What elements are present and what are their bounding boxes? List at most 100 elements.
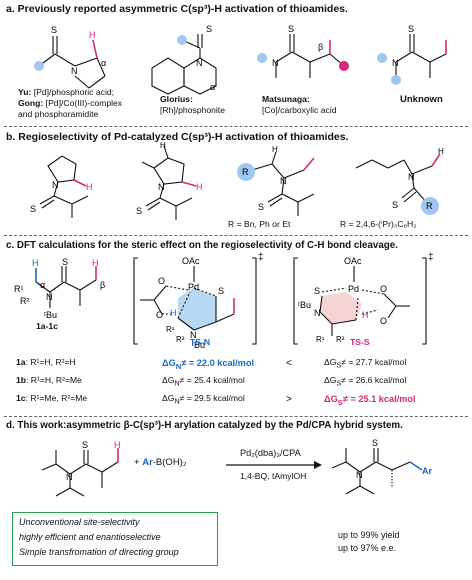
- svg-text:OAc: OAc: [182, 256, 200, 266]
- svg-text:S: S: [392, 200, 398, 210]
- svg-text:N: N: [66, 472, 73, 482]
- compound-label: 1a-1c: [36, 321, 58, 331]
- box-line-2: highly efficient and enantioselective: [19, 532, 161, 542]
- svg-text:N: N: [408, 172, 415, 182]
- row-1a-gn: ΔGN≠ = 22.0 kcal/mol: [162, 358, 254, 371]
- row-1c-compare: >: [286, 394, 292, 405]
- svg-text:H: H: [160, 141, 166, 150]
- svg-text:R²: R²: [336, 335, 345, 344]
- structure-b1: N S H: [30, 155, 93, 218]
- svg-text:α: α: [40, 280, 45, 290]
- row-1c-gs: ΔGS≠ = 25.1 kcal/mol: [324, 394, 416, 407]
- ts-s-structure: OAc Pd S N ᵗBu H O O R¹ R² ‡: [293, 252, 434, 345]
- svg-text:N: N: [46, 292, 53, 302]
- svg-text:OAc: OAc: [344, 256, 362, 266]
- svg-text:S: S: [372, 438, 378, 448]
- b-r-label-1: R = Bn, Ph or Et: [228, 219, 291, 229]
- svg-text:R¹: R¹: [316, 335, 325, 344]
- svg-text:N: N: [196, 58, 203, 68]
- svg-text:R²: R²: [176, 335, 185, 344]
- svg-text:R¹: R¹: [166, 325, 175, 334]
- svg-text:H: H: [362, 310, 369, 320]
- svg-text:N: N: [272, 58, 279, 68]
- row-1b-gn: ΔGN≠ = 25.4 kcal/mol: [162, 375, 245, 388]
- row-1a-gs: ΔGS≠ = 27.7 kcal/mol: [324, 357, 407, 370]
- glorius-text: [Rh]/phosphonite: [160, 105, 225, 115]
- ts-n-label: TS-N: [190, 337, 211, 347]
- svg-text:R¹: R¹: [14, 284, 24, 294]
- svg-text:ᵗBu: ᵗBu: [298, 300, 311, 310]
- svg-text:R: R: [426, 201, 433, 211]
- catalyst-label: Pd₂(dba)₃/CPA: [240, 448, 301, 458]
- svg-text:S: S: [314, 286, 320, 296]
- row-1b-gs: ΔGS≠ = 26.6 kcal/mol: [324, 375, 407, 388]
- svg-text:O: O: [156, 310, 163, 320]
- ts-s-label: TS-S: [350, 337, 370, 347]
- svg-text:O: O: [158, 276, 165, 286]
- svg-text:S: S: [82, 440, 88, 450]
- svg-text:S: S: [136, 206, 142, 216]
- svg-text:H: H: [92, 258, 99, 268]
- svg-text:R: R: [242, 167, 249, 177]
- svg-text:S: S: [206, 24, 212, 34]
- reagent: + Ar-B(OH)₂: [134, 457, 187, 468]
- svg-text:Ar: Ar: [422, 466, 432, 476]
- structure-b3: R N S H: [237, 145, 315, 216]
- svg-text:H: H: [114, 440, 121, 450]
- svg-text:ᵗBu: ᵗBu: [44, 310, 57, 320]
- gong-label-2: and phosphoramidite: [18, 109, 99, 119]
- highlight-box: Unconventional site-selectivity highly e…: [12, 512, 218, 566]
- unknown-label: Unknown: [400, 94, 443, 105]
- svg-text:N: N: [52, 180, 59, 190]
- reaction-arrow: [226, 461, 322, 469]
- svg-text:α: α: [210, 82, 215, 92]
- svg-text:N: N: [190, 330, 197, 340]
- svg-text:N: N: [158, 182, 165, 192]
- yu-label: Yu: [Pd]/phosphoric acid;: [18, 87, 115, 97]
- matsunaga-label: Matsunaga:: [262, 94, 310, 104]
- structure-substrate: S N H: [41, 440, 121, 497]
- section-c-title: c. DFT calculations for the steric effec…: [6, 240, 398, 251]
- ee-label: up to 97% e.e.: [338, 543, 397, 553]
- matsunaga-text: [Co]/carboxylic acid: [262, 105, 337, 115]
- conditions-label: 1,4-BQ, tAmylOH: [240, 471, 307, 481]
- yield-label: up to 99% yield: [338, 530, 400, 540]
- atom-s: S: [51, 25, 57, 35]
- svg-text:R²: R²: [20, 296, 30, 306]
- svg-text:O: O: [380, 284, 387, 294]
- svg-text:β: β: [100, 280, 105, 290]
- row-1b-compound: 1b: R¹=H, R²=Me: [16, 375, 82, 385]
- svg-text:O: O: [380, 316, 387, 326]
- structure-unknown: S N: [377, 24, 447, 85]
- svg-text:H: H: [272, 145, 278, 154]
- alpha-label: α: [101, 58, 106, 68]
- row-1c-gn: ΔGN≠ = 29.5 kcal/mol: [162, 393, 245, 406]
- svg-text:Pd: Pd: [188, 282, 199, 292]
- section-a-title: a. Previously reported asymmetric C(sp³)…: [6, 3, 348, 15]
- svg-text:ᵗBu: ᵗBu: [192, 340, 205, 350]
- atom-h: H: [89, 30, 96, 40]
- ts-n-structure: OAc Pd S N O O H ᵗBu R¹ R² ‡: [133, 252, 264, 350]
- structure-glorius: S N α: [151, 24, 217, 95]
- svg-text:S: S: [62, 257, 68, 267]
- structure-matsunaga: S N β: [257, 24, 349, 78]
- svg-text:S: S: [288, 24, 294, 34]
- row-1a-compare: <: [286, 358, 292, 369]
- svg-text:Pd: Pd: [348, 284, 359, 294]
- svg-text:S: S: [408, 24, 414, 34]
- svg-text:H: H: [438, 147, 444, 156]
- structure-b4: R N S H: [355, 147, 444, 215]
- glorius-label: Glorius:: [160, 94, 193, 104]
- structure-product: S N Ar: [331, 438, 432, 495]
- structure-b2: N S H H: [136, 141, 203, 220]
- row-1c-compound: 1c: R¹=Me, R²=Me: [16, 393, 88, 403]
- structure-1a-1c: S N H H α β R¹ R² ᵗBu: [14, 257, 105, 320]
- section-d-title: d. This work:asymmetric β-C(sp³)-H aryla…: [6, 420, 403, 431]
- svg-text:‡: ‡: [258, 252, 264, 263]
- svg-text:N: N: [356, 470, 363, 480]
- svg-text:‡: ‡: [428, 252, 434, 263]
- box-line-1: Unconventional site-selectivity: [19, 517, 140, 527]
- svg-text:S: S: [258, 202, 264, 212]
- section-b-title: b. Regioselectivity of Pd-catalyzed C(sp…: [6, 131, 349, 143]
- svg-text:H: H: [196, 182, 203, 192]
